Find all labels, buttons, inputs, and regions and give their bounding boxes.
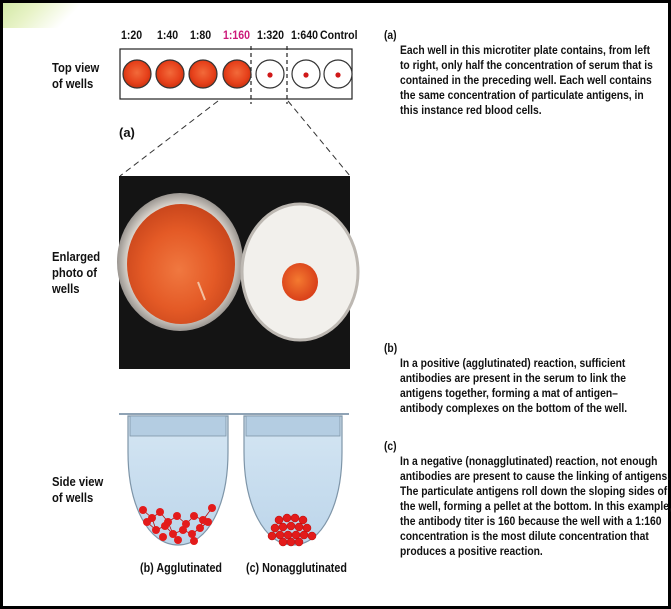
paragraph-letter: (a) xyxy=(384,28,642,43)
zoom-line-right xyxy=(288,101,350,176)
caption-nonagglutinated: (c) Nonagglutinated xyxy=(246,561,347,576)
paragraph-line: antibodies are present to cause the link… xyxy=(400,469,658,484)
paragraph-body: Each well in this microtiter plate conta… xyxy=(400,43,671,118)
caption-agglutinated: (b) Agglutinated xyxy=(140,561,222,576)
pellet-dot xyxy=(303,72,308,77)
pellet-dot xyxy=(335,72,340,77)
paragraph-line: In a negative (nonagglutinated) reaction… xyxy=(400,454,658,469)
photo-pellet xyxy=(282,263,318,301)
well-positive xyxy=(223,60,251,88)
paragraph-line: the antibody titer is 160 because the we… xyxy=(400,514,658,529)
paragraph-letter: (b) xyxy=(384,341,642,356)
paragraph-body: In a negative (nonagglutinated) reaction… xyxy=(400,454,671,559)
paragraph-line: contained in the preceding well. Each we… xyxy=(400,73,658,88)
well-positive xyxy=(189,60,217,88)
paragraph-c: (c) In a negative (nonagglutinated) reac… xyxy=(384,439,671,559)
paragraph-line: antibodies are present in the serum to l… xyxy=(400,371,658,386)
paragraph-line: this instance red blood cells. xyxy=(400,103,658,118)
well-rim xyxy=(130,416,226,436)
pellet-dot xyxy=(267,72,272,77)
paragraph-b: (b) In a positive (agglutinated) reactio… xyxy=(384,341,671,416)
paragraph-line: the well, forming a pellet at the bottom… xyxy=(400,499,658,514)
paragraph-letter: (c) xyxy=(384,439,642,454)
photo-well-agglutinated xyxy=(127,204,235,324)
well-positive xyxy=(156,60,184,88)
paragraph-line: antibody complexes on the bottom of the … xyxy=(400,401,658,416)
zoom-line-left xyxy=(120,101,218,176)
paragraph-line: antigens together, forming a mat of anti… xyxy=(400,386,658,401)
paragraph-body: In a positive (agglutinated) reaction, s… xyxy=(400,356,671,416)
paragraph-a: (a) Each well in this microtiter plate c… xyxy=(384,28,671,118)
paragraph-line: concentration is the most dilute concent… xyxy=(400,529,658,544)
paragraph-line: The particulate antigens roll down the s… xyxy=(400,484,658,499)
paragraph-line: Each well in this microtiter plate conta… xyxy=(400,43,658,58)
well-rim xyxy=(246,416,340,436)
paragraph-line: the same concentration of particulate an… xyxy=(400,88,658,103)
paragraph-line: In a positive (agglutinated) reaction, s… xyxy=(400,356,658,371)
well-positive xyxy=(123,60,151,88)
paragraph-line: to right, only half the concentration of… xyxy=(400,58,658,73)
paragraph-line: produces a positive reaction. xyxy=(400,544,658,559)
